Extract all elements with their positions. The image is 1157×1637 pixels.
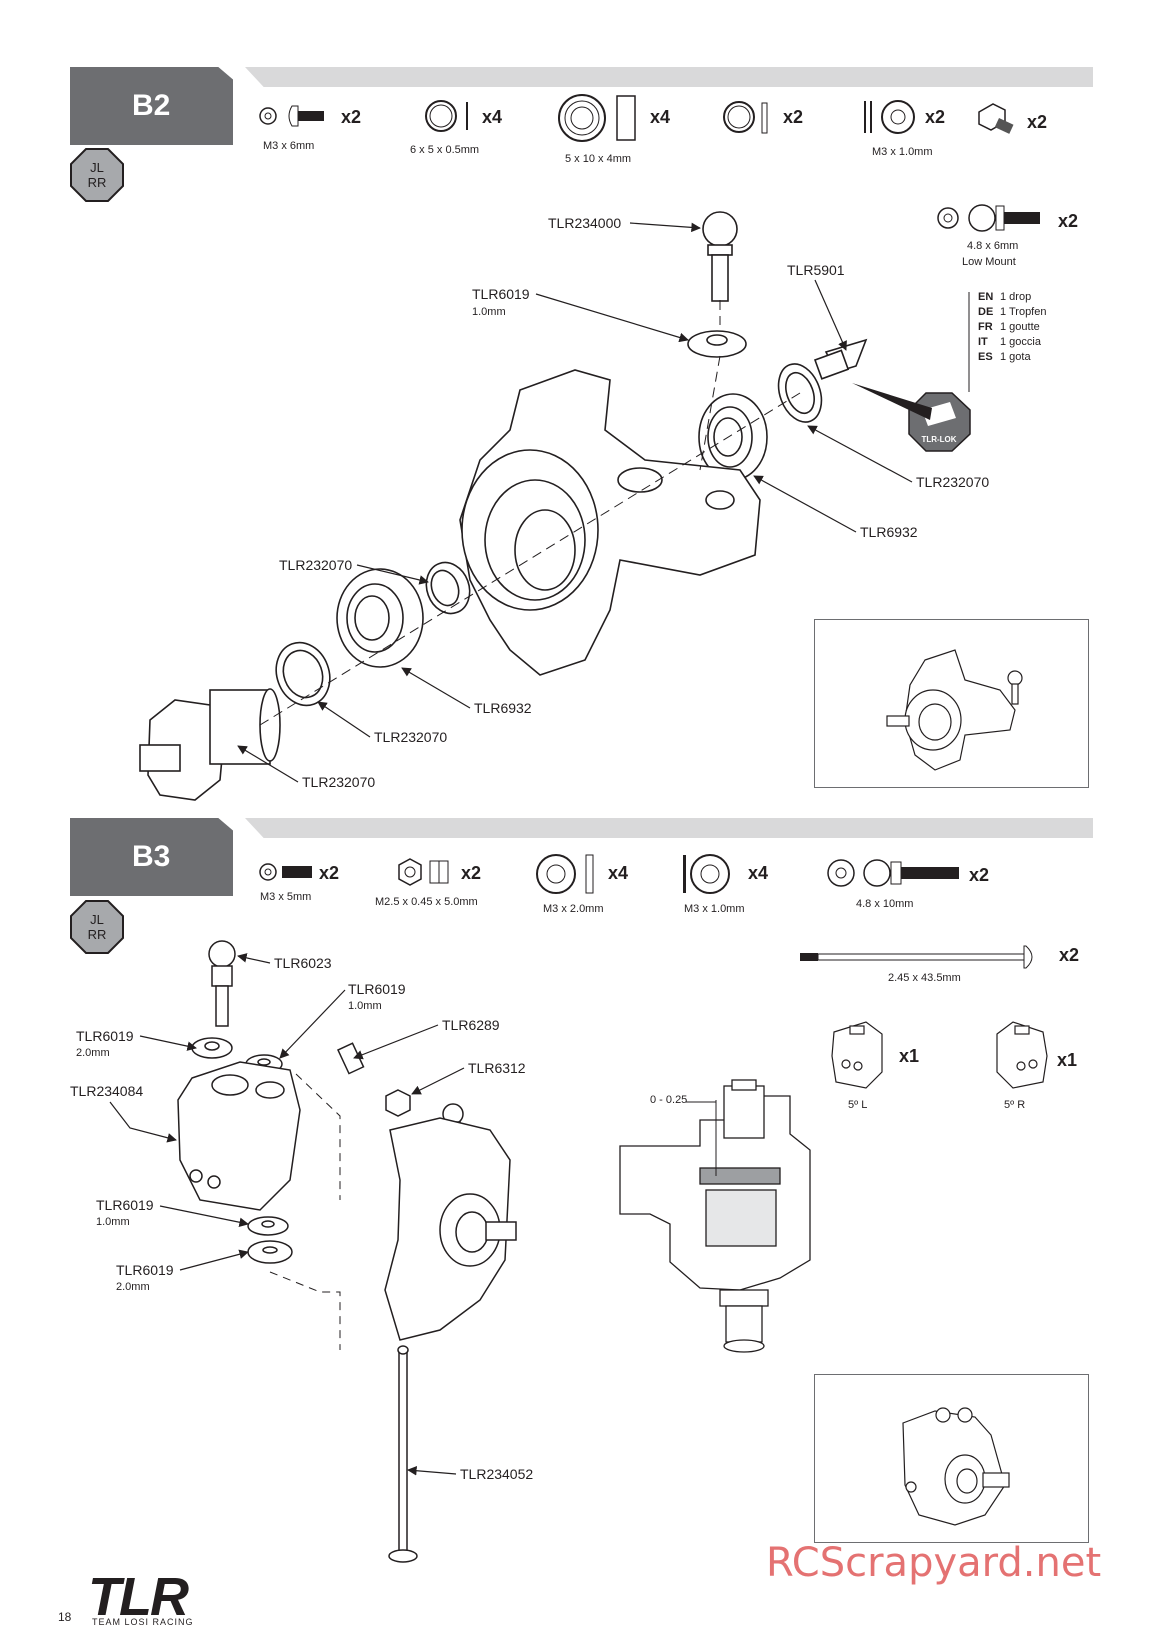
hardware-size: 2.45 x 43.5mm: [888, 972, 961, 984]
part-callout: TLR6932: [860, 524, 918, 540]
hardware-size: M3 x 5mm: [260, 891, 312, 903]
lock-nut-icon: [398, 858, 449, 886]
part-callout: TLR6019: [116, 1262, 174, 1278]
part-callout: TLR232070: [279, 557, 353, 573]
part-callout: TLR232070: [374, 729, 448, 745]
svg-text:JL: JL: [90, 160, 104, 175]
step-header-bar: [245, 67, 1093, 87]
ball-stud-icon: [827, 859, 959, 887]
hardware-qty: x2: [969, 865, 990, 885]
hardware-size: 4.8 x 10mm: [856, 898, 914, 910]
part-callout: TLR6023: [274, 955, 332, 971]
variant-qty: x1: [899, 1046, 920, 1066]
shim-icon: [683, 854, 730, 894]
part-callout-sub: 1.0mm: [348, 1000, 382, 1012]
hardware-qty: x2: [461, 863, 482, 883]
tlr-logo-subtitle: TEAM LOSI RACING: [92, 1617, 194, 1627]
part-callout: TLR234084: [70, 1083, 144, 1099]
steering-block-left-icon: [831, 1021, 883, 1089]
hardware-qty: x2: [341, 107, 362, 127]
cap-screw-icon: [259, 105, 324, 127]
shim-icon: [864, 100, 915, 134]
b3-inset-view: [814, 1374, 1089, 1543]
tlr-tool-octagon-icon: JL RR: [70, 148, 124, 202]
part-callout: TLR6312: [468, 1060, 526, 1076]
part-callout-sub: 2.0mm: [116, 1281, 150, 1293]
part-callout: TLR6019: [348, 981, 406, 997]
part-callout: TLR6019: [96, 1197, 154, 1213]
hardware-size: M3 x 2.0mm: [543, 903, 604, 915]
hardware-qty: x2: [925, 107, 946, 127]
step-header-bar: [245, 818, 1093, 838]
part-callout: TLR6289: [442, 1017, 500, 1033]
part-callout: TLR232070: [302, 774, 376, 790]
watermark-text: RCScrapyard.net: [766, 1540, 1102, 1586]
variant-label: 5º L: [848, 1099, 868, 1111]
hardware-size: M3 x 1.0mm: [684, 903, 745, 915]
step-tab-b2: B2: [70, 67, 233, 145]
steering-block-right-icon: [996, 1021, 1048, 1089]
shim-icon: [536, 854, 594, 894]
hardware-size: 6 x 5 x 0.5mm: [410, 144, 480, 156]
part-callout: TLR6019: [472, 286, 530, 302]
tlr-tool-octagon-icon: JL RR: [70, 900, 124, 954]
hardware-size: 4.8 x 6mm: [967, 240, 1019, 252]
variant-label: 5º R: [1004, 1099, 1026, 1111]
part-callout-sub: 2.0mm: [76, 1047, 110, 1059]
hardware-qty: x4: [482, 107, 503, 127]
hardware-qty: x4: [650, 107, 671, 127]
part-callout-sub: 1.0mm: [472, 306, 506, 318]
kingpin-bushing-icon: [978, 103, 1014, 134]
bearing-icon: [558, 94, 636, 142]
svg-text:JL: JL: [90, 912, 104, 927]
page-number: 18: [58, 1610, 72, 1624]
hardware-size: M2.5 x 0.45 x 5.0mm: [375, 896, 478, 908]
hardware-qty: x2: [783, 107, 804, 127]
hardware-qty: x2: [1027, 112, 1048, 132]
part-callout: TLR6932: [474, 700, 532, 716]
hardware-size: M3 x 6mm: [263, 140, 315, 152]
hardware-size: M3 x 1.0mm: [872, 146, 933, 158]
b2-inset-view: [814, 619, 1089, 788]
part-callout: TLR6019: [76, 1028, 134, 1044]
svg-text:RR: RR: [88, 927, 107, 942]
tlr-logo: TLR: [88, 1567, 189, 1627]
step-tab-b3: B3: [70, 818, 233, 896]
set-screw-icon: [259, 863, 312, 881]
hardware-qty: x4: [608, 863, 629, 883]
washer-icon: [723, 101, 768, 134]
hardware-qty: x2: [1059, 945, 1080, 965]
part-callout-sub: 1.0mm: [96, 1216, 130, 1228]
ball-stud-icon: [937, 204, 1040, 232]
shim-icon: [425, 100, 468, 132]
hinge-pin-icon: [800, 945, 1033, 969]
hardware-qty: x4: [748, 863, 769, 883]
thread-lock-label: TLR-LOK: [921, 435, 956, 444]
hardware-qty: x2: [319, 863, 340, 883]
assembled-steering-block-icon: [886, 649, 1023, 771]
part-callout: TLR5901: [787, 262, 845, 278]
hardware-note: Low Mount: [962, 256, 1016, 268]
assembled-steering-knuckle-icon: [902, 1407, 1010, 1526]
hardware-qty: x2: [1058, 211, 1079, 231]
section-clearance-label: 0 - 0.25: [650, 1094, 688, 1106]
variant-qty: x1: [1057, 1050, 1078, 1070]
part-callout: TLR234052: [460, 1466, 534, 1482]
svg-text:RR: RR: [88, 175, 107, 190]
part-callout: TLR232070: [916, 474, 990, 490]
part-callout: TLR234000: [548, 215, 622, 231]
hardware-size: 5 x 10 x 4mm: [565, 153, 632, 165]
